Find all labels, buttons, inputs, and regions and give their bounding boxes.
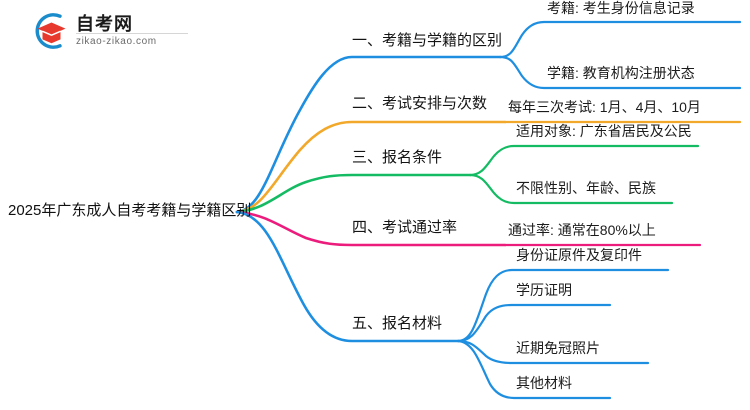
logo-divider — [76, 33, 188, 34]
leaf-node-3-1[interactable]: 适用对象: 广东省居民及公民 — [516, 123, 692, 139]
connector-leaf-3-1 — [468, 144, 700, 177]
branch-node-5[interactable]: 五、报名材料 — [352, 315, 443, 332]
site-logo[interactable]: 自考网 zikao-zikao.com — [30, 9, 190, 53]
branch-node-4[interactable]: 四、考试通过率 — [352, 219, 458, 236]
graduation-cap-in-circle-icon — [35, 13, 66, 49]
connector-branch-2 — [235, 120, 507, 214]
logo-url: zikao-zikao.com — [76, 36, 157, 47]
connector-leaf-5-2 — [456, 303, 612, 343]
root-node[interactable]: 2025年广东成人自考考籍与学籍区别 — [8, 202, 252, 219]
leaf-node-5-4[interactable]: 其他材料 — [516, 375, 572, 391]
leaf-node-1-2[interactable]: 学籍: 教育机构注册状态 — [547, 65, 695, 81]
leaf-node-5-1[interactable]: 身份证原件及复印件 — [516, 247, 642, 263]
leaf-node-5-2[interactable]: 学历证明 — [516, 282, 572, 298]
branch-node-1[interactable]: 一、考籍与学籍的区别 — [352, 32, 503, 49]
branch-node-2[interactable]: 二、考试安排与次数 — [352, 95, 488, 112]
leaf-node-3-2[interactable]: 不限性别、年龄、民族 — [516, 180, 656, 196]
connector-leaf-5-1 — [456, 268, 670, 343]
leaf-node-1-1[interactable]: 考籍: 考生身份信息记录 — [547, 0, 695, 16]
logo-name: 自考网 — [76, 14, 133, 34]
connector-branch-1 — [235, 55, 502, 214]
logo-wordmark: 自考网 zikao-zikao.com — [76, 10, 188, 52]
branch-node-3[interactable]: 三、报名条件 — [352, 149, 443, 166]
connector-branch-3 — [235, 173, 472, 214]
connector-leaf-1-1 — [498, 20, 742, 59]
leaf-node-2-1[interactable]: 每年三次考试: 1月、4月、10月 — [508, 99, 701, 115]
leaf-node-4-1[interactable]: 通过率: 通常在80%以上 — [508, 222, 656, 238]
leaf-node-5-3[interactable]: 近期免冠照片 — [516, 340, 600, 356]
